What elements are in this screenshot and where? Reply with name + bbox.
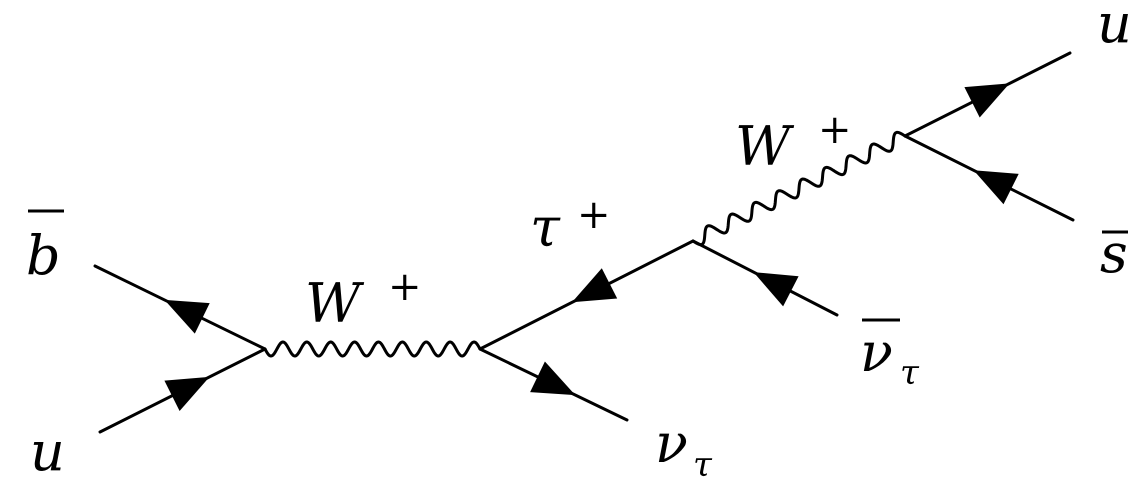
b-bar-arrow [164, 299, 210, 334]
svg-text:+: + [388, 264, 422, 310]
svg-text:s: s [1100, 222, 1128, 285]
nu-tau-bar-arrow [753, 272, 799, 307]
s-bar-label: s [1100, 222, 1128, 285]
tau-label: τ + [530, 192, 611, 259]
svg-text:τ: τ [530, 196, 561, 259]
svg-text:ν: ν [860, 321, 893, 384]
b-bar-label: b [26, 209, 64, 287]
svg-text:b: b [26, 224, 61, 287]
nu-tau-label: ν τ [655, 412, 713, 479]
svg-text:τ: τ [900, 353, 920, 393]
nu-tau-bar-label: ν τ [860, 318, 920, 393]
tau-arrow [572, 268, 618, 303]
svg-text:ν: ν [655, 412, 688, 475]
w2-label: W + [735, 107, 852, 178]
svg-text:W: W [305, 272, 365, 335]
u-out-label: u [1097, 0, 1132, 55]
u-in-arrow [164, 376, 210, 411]
w1-label: W + [305, 264, 422, 335]
svg-text:+: + [818, 107, 852, 153]
u-out-arrow [964, 83, 1010, 118]
nu-tau-arrow [530, 361, 576, 396]
u-in-label: u [30, 420, 65, 479]
w-boson-propagator-2 [692, 130, 906, 247]
w-boson-propagator-1 [263, 340, 482, 358]
svg-text:+: + [577, 192, 611, 238]
svg-text:τ: τ [693, 445, 713, 479]
s-bar-arrow [973, 170, 1019, 205]
svg-text:W: W [735, 115, 795, 178]
